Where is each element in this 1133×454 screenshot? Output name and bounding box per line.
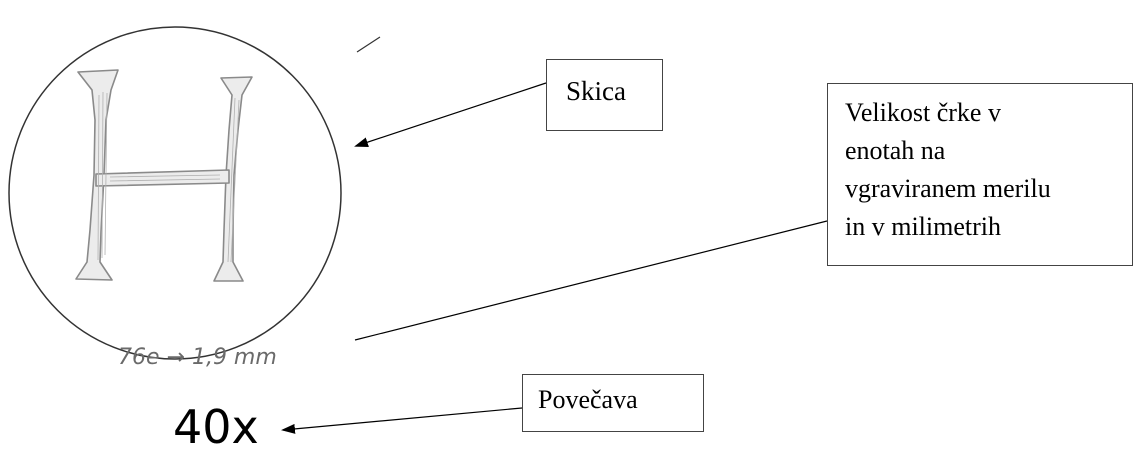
povecava-arrow [281, 407, 523, 434]
stray-mark [356, 36, 381, 53]
povecava-label: Povečava [538, 385, 638, 414]
velikost-label-box: Velikost črke v enotah na vgraviranem me… [827, 83, 1133, 266]
sketch-letter-h [75, 69, 253, 282]
handwritten-measure-text: 76e → 1,9 mm [118, 345, 277, 370]
velikost-label-line: in v milimetrih [845, 212, 1001, 241]
velikost-line [354, 220, 828, 341]
skica-label: Skica [566, 76, 626, 106]
magnification-value: 40x [173, 400, 259, 454]
skica-label-box: Skica [546, 59, 663, 131]
velikost-label-line: vgraviranem merilu [845, 174, 1051, 203]
field-of-view-circle [8, 26, 342, 360]
skica-arrow [354, 82, 547, 147]
velikost-label-line: Velikost črke v [845, 98, 1001, 127]
velikost-label-line: enotah na [845, 136, 946, 165]
povecava-label-box: Povečava [522, 374, 704, 432]
sketch-shading [97, 91, 240, 263]
